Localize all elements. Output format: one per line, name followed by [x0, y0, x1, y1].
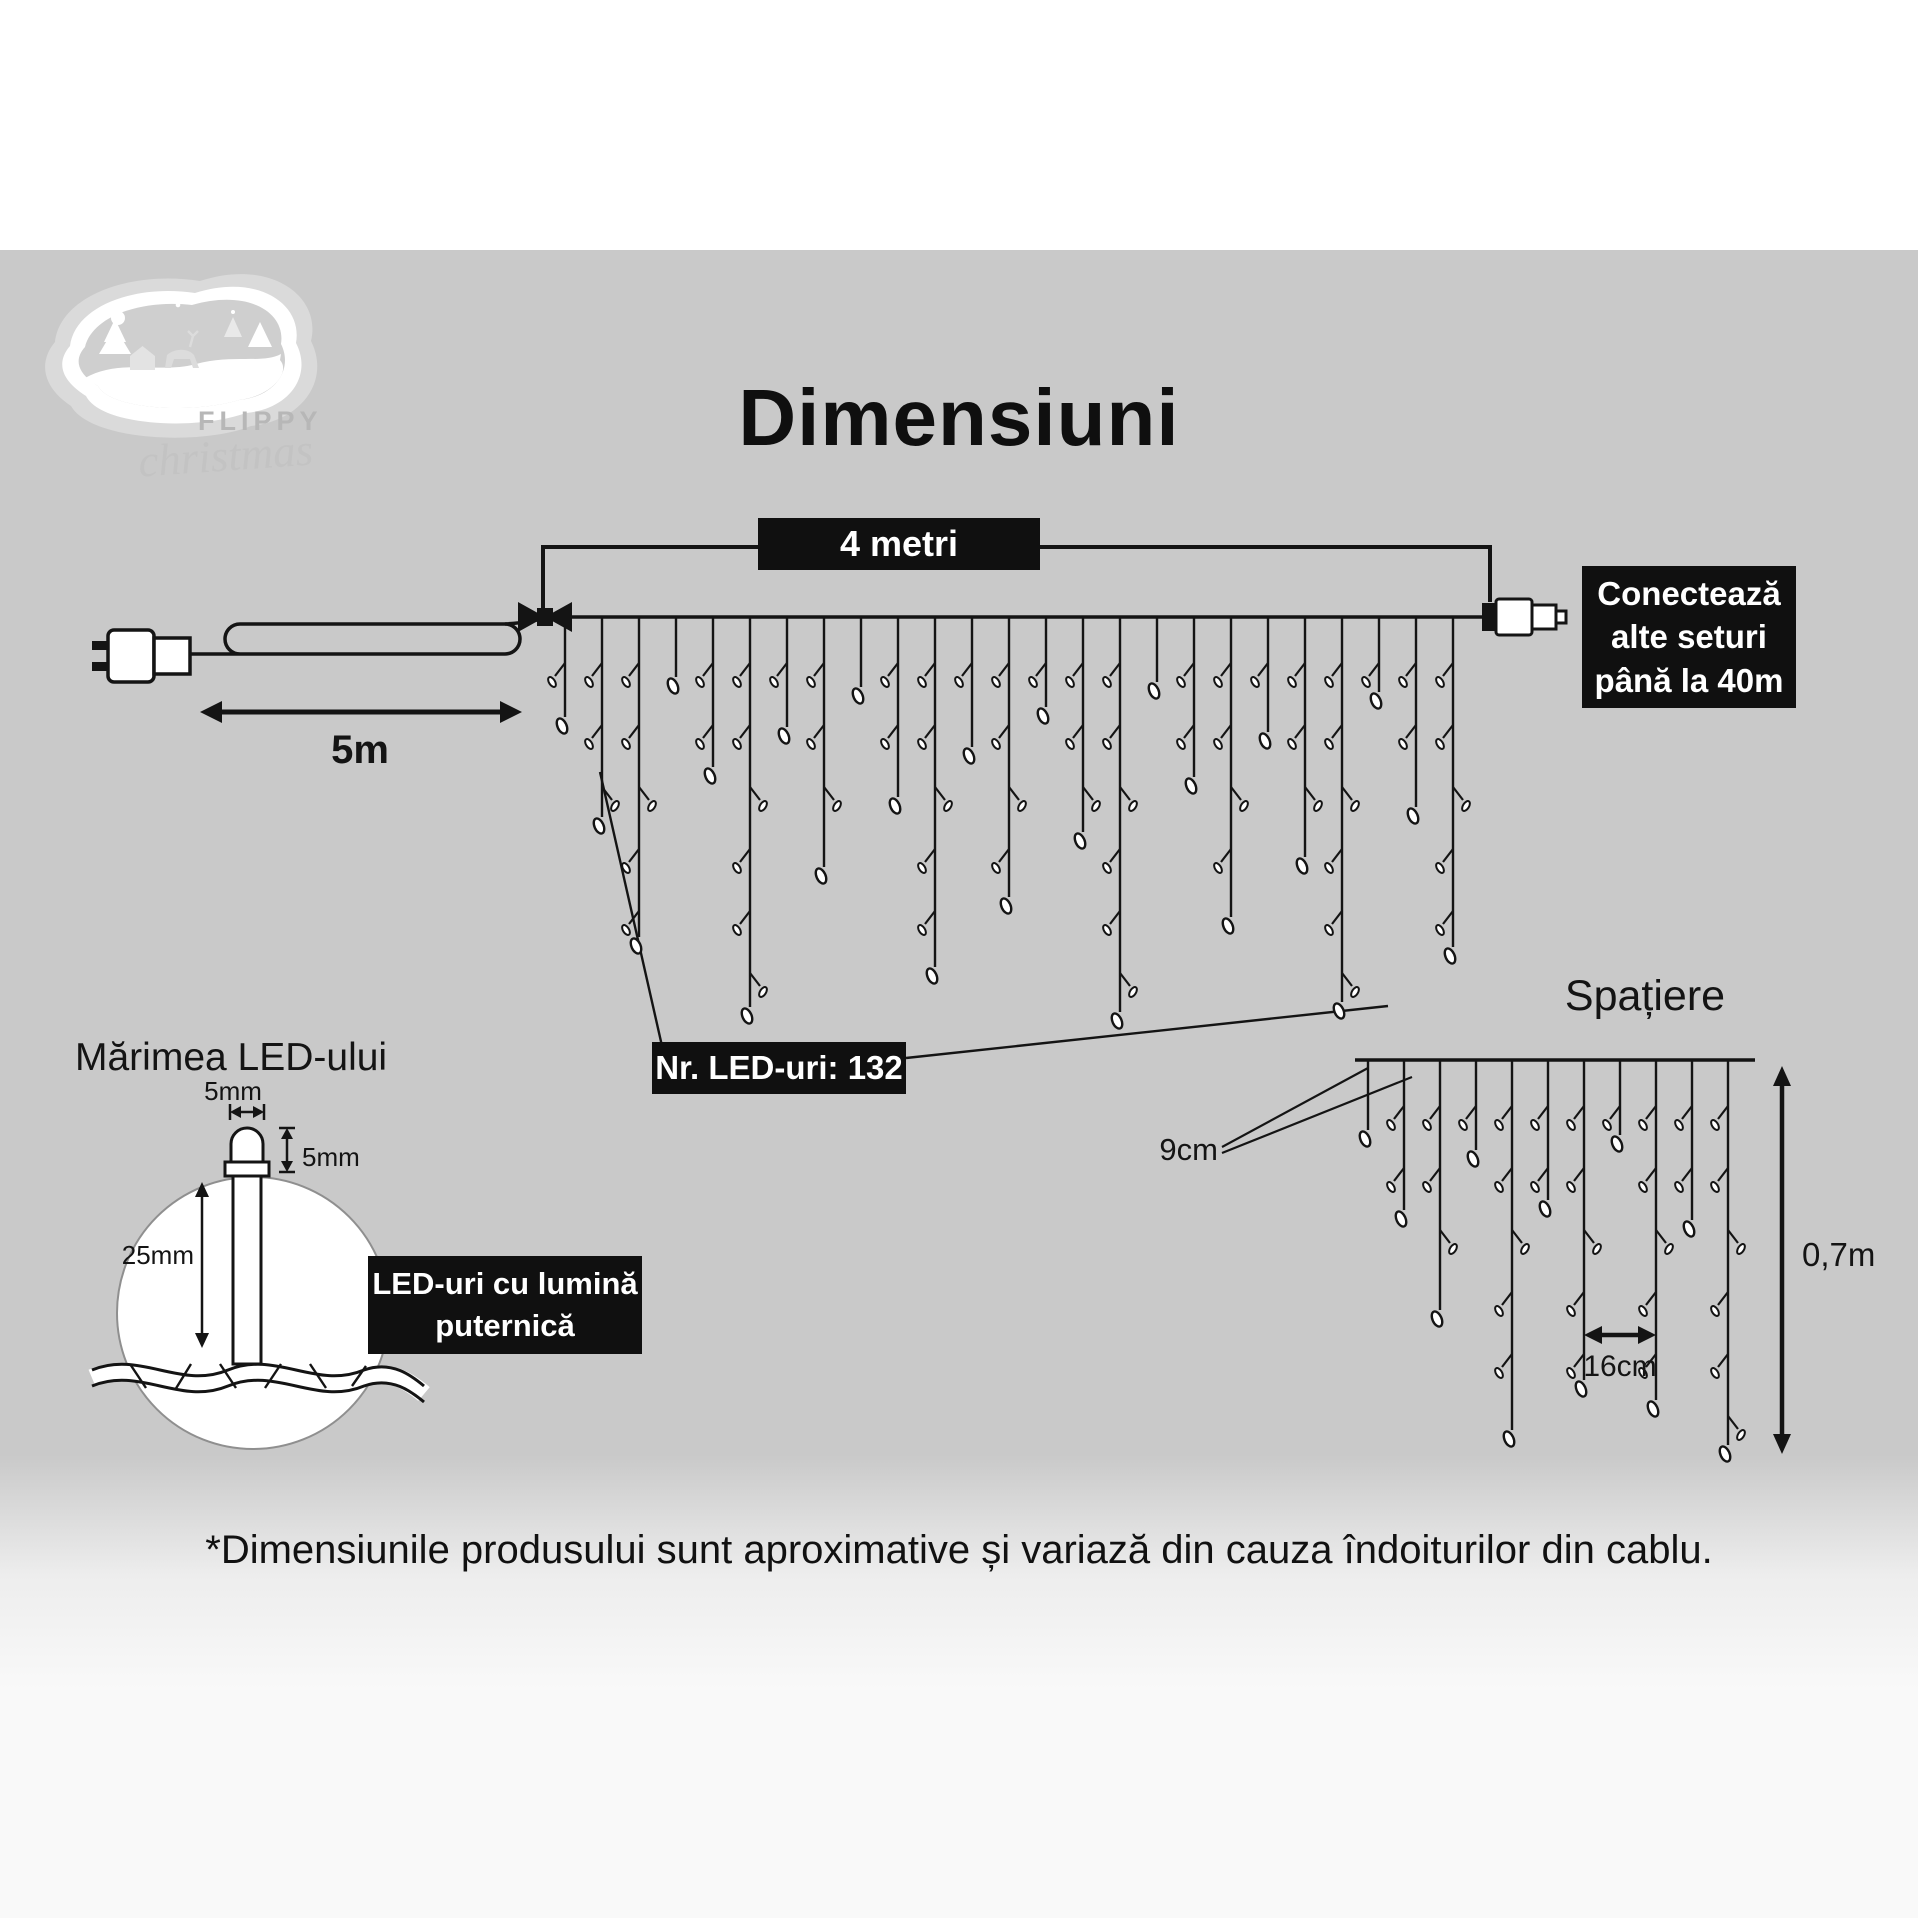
led-count-label: Nr. LED-uri: 132 — [655, 1049, 903, 1086]
led-note-line-1: LED-uri cu lumină — [372, 1266, 638, 1302]
spacing-curtain-drawing — [1355, 1058, 1755, 1463]
end-connector-drawing — [1482, 597, 1568, 637]
curtain-height-label: 0,7m — [1802, 1236, 1876, 1273]
width-label: 4 metri — [839, 523, 959, 564]
connect-line-3: până la 40m — [1594, 661, 1784, 699]
led-note-line-2: puternică — [435, 1308, 575, 1343]
spacing-heading: Spațiere — [1564, 972, 1726, 1020]
page-title: Dimensiuni — [738, 373, 1180, 462]
drop-gap-pointers — [1221, 1067, 1413, 1155]
logo-art — [45, 274, 318, 438]
connect-sets-box: Conectează alte seturi până la 40m — [1582, 566, 1796, 708]
logo-brand-text: FLIPPY — [198, 406, 323, 436]
body-height-label: 25mm — [121, 1240, 194, 1270]
led-size-diagram — [88, 1104, 430, 1450]
lead-length-arrow — [200, 701, 522, 723]
horizontal-gap-arrow — [1584, 1326, 1656, 1344]
horizontal-gap-label: 16cm — [1583, 1350, 1657, 1383]
bulb-width-label: 5mm — [204, 1076, 262, 1106]
led-bulb — [229, 1126, 265, 1164]
moon-icon — [111, 311, 125, 325]
footnote: *Dimensiunile produsului sunt aproximati… — [205, 1528, 1713, 1572]
led-count-pointers — [598, 771, 1389, 1060]
led-size-heading: Mărimea LED-ului — [75, 1036, 388, 1079]
house-icon — [130, 346, 155, 370]
curtain-height-arrow — [1773, 1066, 1791, 1454]
width-label-box: 4 metri — [758, 518, 1040, 570]
deer-icon — [165, 349, 199, 368]
led-count-box: Nr. LED-uri: 132 — [652, 1042, 906, 1094]
connect-line-1: Conectează — [1597, 574, 1781, 612]
drop-gap-label: 9cm — [1159, 1132, 1218, 1167]
main-curtain-drawing — [545, 615, 1487, 1030]
lead-length-label: 5m — [331, 728, 389, 772]
connect-line-2: alte seturi — [1611, 618, 1767, 656]
bulb-height-label: 5mm — [302, 1142, 360, 1172]
led-body — [231, 1174, 263, 1366]
power-plug-drawing — [92, 616, 546, 684]
led-note-box: LED-uri cu lumină puternică — [368, 1256, 642, 1354]
